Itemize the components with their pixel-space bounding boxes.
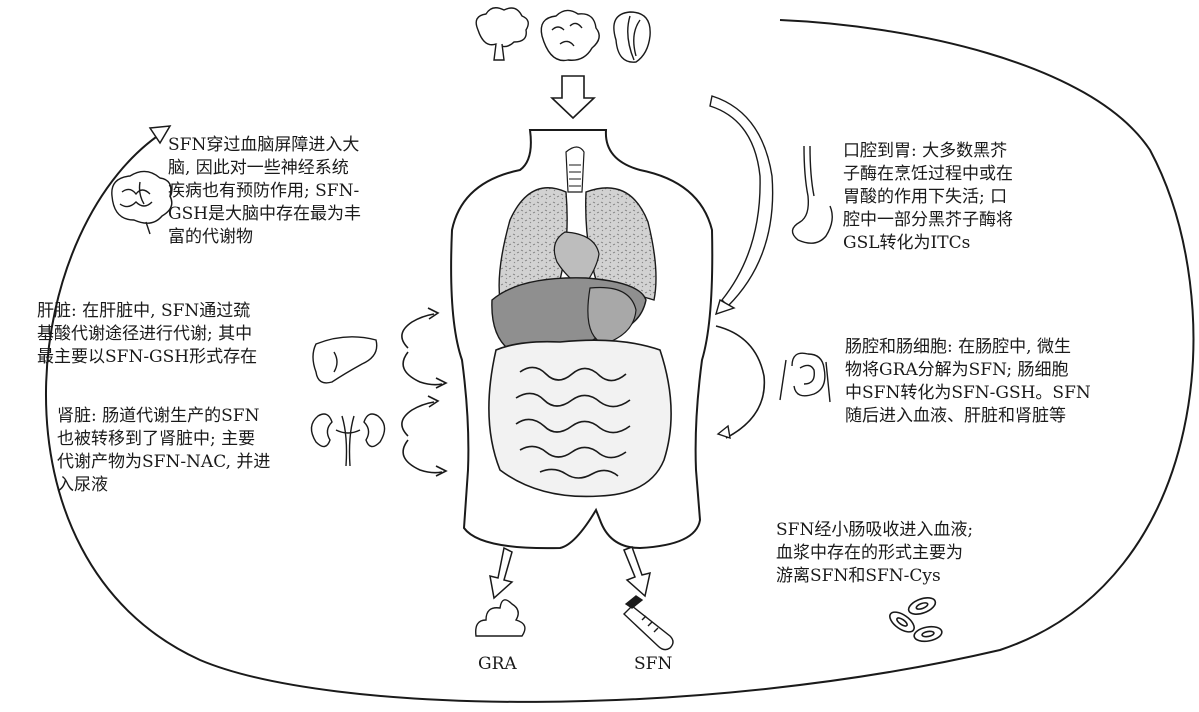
torso	[451, 130, 712, 548]
kidney-annotation: 肾脏: 肠道代谢生产的SFN 也被转移到了肾脏中; 主要 代谢产物为SFN-NA…	[57, 405, 270, 497]
test-tube-icon	[624, 596, 673, 650]
down-arrow-gra	[490, 548, 512, 598]
intestine-annotation: 肠腔和肠细胞: 在肠腔中, 微生 物将GRA分解为SFN; 肠细胞 中SFN转化…	[845, 336, 1091, 428]
cabbage-icon	[614, 12, 650, 62]
sfn-caption: SFN	[634, 654, 672, 674]
blood-annotation: SFN经小肠吸收进入血液; 血浆中存在的形式主要为 游离SFN和SFN-Cys	[776, 519, 973, 588]
kidney-icon	[311, 414, 384, 466]
brain-annotation: SFN穿过血脑屏障进入大 脑, 因此对一些神经系统 疾病也有预防作用; SFN-…	[168, 134, 361, 249]
feces-icon	[476, 600, 525, 636]
liver-annotation: 肝脏: 在肝脏中, SFN通过巯 基酸代谢途径进行代谢; 其中 最主要以SFN-…	[37, 300, 257, 369]
stomach-icon	[792, 146, 832, 243]
down-arrow-food	[552, 76, 594, 118]
cauliflower-icon	[541, 10, 599, 60]
mouth-stomach-annotation: 口腔到胃: 大多数黑芥 子酶在烹饪过程中或在 胃酸的作用下失活; 口 腔中一部分…	[843, 140, 1013, 255]
brain-icon	[112, 171, 172, 234]
liver-icon	[313, 337, 377, 383]
mouth-to-stomach-arrow	[710, 96, 773, 306]
intestine-to-blood-arrow	[716, 326, 764, 438]
intestine-icon	[780, 353, 830, 402]
kidney-cycle-arrows	[402, 396, 446, 476]
broccoli-icon	[476, 8, 528, 60]
liver-cycle-arrows	[402, 308, 446, 388]
arrowhead-right-bottom	[718, 426, 730, 438]
organ-intestines	[489, 340, 671, 496]
down-arrow-sfn	[624, 547, 650, 596]
gra-caption: GRA	[478, 654, 517, 674]
red-blood-cells-icon	[887, 595, 943, 644]
